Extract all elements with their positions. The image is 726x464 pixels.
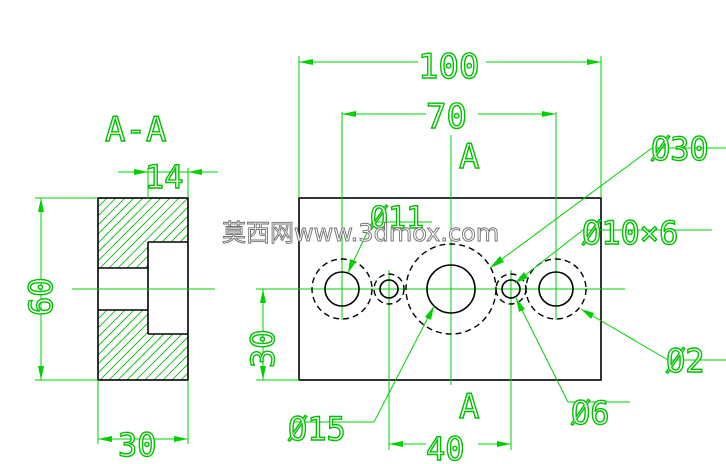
hatch-line	[98, 198, 99, 199]
dim-30-width: 30	[97, 380, 189, 464]
callout-d30: Ø30	[489, 129, 726, 269]
callout-d2: Ø2	[580, 308, 726, 381]
hatch-line	[144, 336, 188, 380]
hatch-line	[98, 310, 108, 320]
svg-text:40: 40	[426, 430, 465, 464]
hatch-line	[98, 198, 108, 208]
section-title: A-A	[105, 110, 166, 150]
hatch-line	[98, 198, 162, 262]
hatch-line	[153, 345, 188, 380]
section-view: A-A 14 60 30	[21, 109, 218, 464]
svg-text:Ø2: Ø2	[666, 342, 705, 380]
watermark-text: 莫西网www.3dmox.com	[222, 219, 499, 247]
callout-d15: Ø15	[287, 305, 435, 449]
hatch-line	[99, 198, 171, 268]
hole-left-small	[373, 273, 405, 305]
dim-30-height: 30	[243, 288, 299, 381]
callout-d11: Ø11	[347, 200, 432, 274]
dim-100: 100	[298, 44, 602, 198]
hatch-line	[98, 310, 153, 365]
svg-text:Ø10×6: Ø10×6	[582, 214, 678, 252]
hatch-line	[171, 363, 188, 380]
dim-70: 70	[342, 96, 556, 138]
dim-14: 14	[118, 157, 218, 198]
hatch-line	[98, 310, 117, 329]
svg-text:14: 14	[145, 158, 184, 196]
section-mark-top: A	[459, 137, 479, 177]
hole-left-large	[311, 258, 373, 320]
hatch-line	[98, 198, 135, 235]
svg-text:100: 100	[418, 47, 479, 87]
hatch-line	[98, 198, 117, 217]
hatch-line	[180, 372, 188, 380]
callout-d10x6: Ø10×6	[514, 213, 712, 284]
svg-text:70: 70	[426, 97, 467, 137]
svg-text:30: 30	[244, 329, 282, 368]
hole-center	[405, 243, 497, 335]
hatch-line	[108, 198, 180, 268]
svg-text:Ø6: Ø6	[571, 394, 610, 432]
hatch-line	[98, 310, 99, 311]
svg-text:30: 30	[118, 426, 157, 464]
hatch-line	[135, 327, 188, 380]
dim-40: 40	[389, 428, 511, 464]
front-view: 100 70 40 30 A A	[243, 44, 726, 464]
svg-text:Ø15: Ø15	[288, 410, 346, 448]
hatch-line	[98, 198, 126, 226]
hatch-line	[98, 310, 144, 356]
hatch-line	[98, 198, 144, 244]
hole-right-large	[525, 258, 587, 320]
callout-d6: Ø6	[515, 297, 630, 433]
hatch-line	[98, 198, 153, 253]
dim-60: 60	[21, 197, 98, 381]
hatch-line	[162, 354, 188, 380]
svg-text:Ø11: Ø11	[370, 201, 424, 236]
hatch-line	[98, 310, 126, 338]
hatch-line	[98, 310, 135, 347]
section-mark-bottom: A	[459, 387, 479, 427]
hatch-line	[117, 198, 188, 268]
svg-text:Ø30: Ø30	[651, 130, 709, 168]
hatch-line	[126, 206, 188, 268]
svg-text:60: 60	[22, 277, 60, 316]
